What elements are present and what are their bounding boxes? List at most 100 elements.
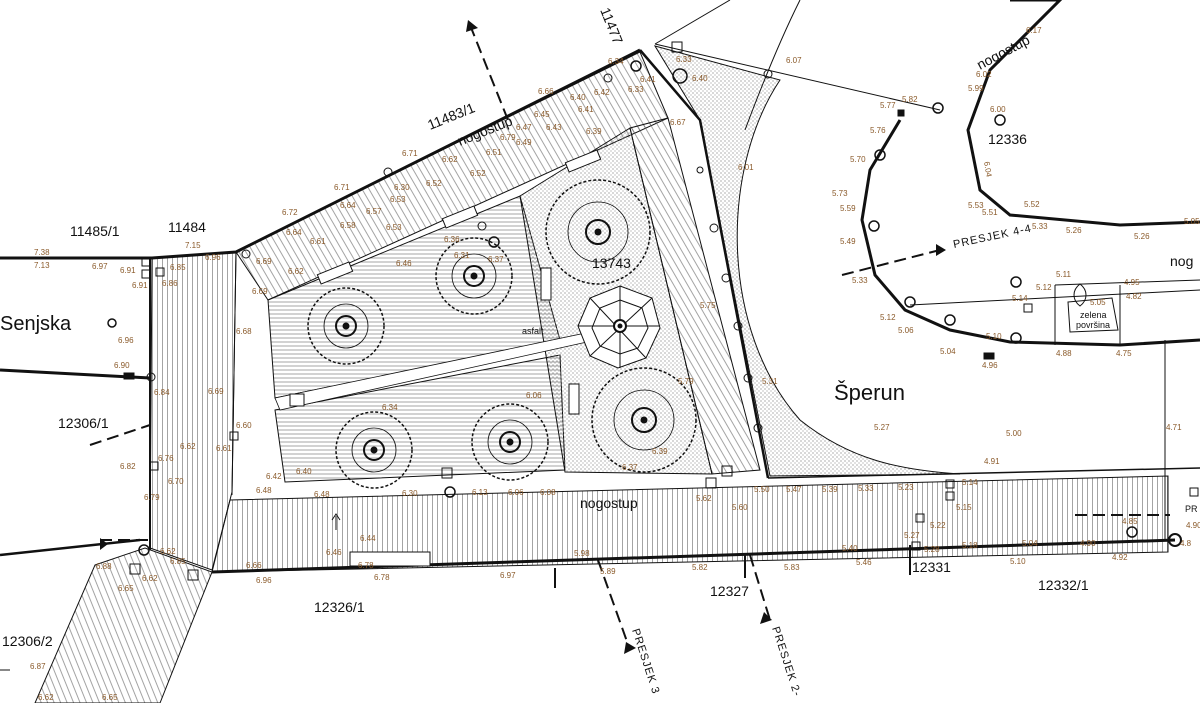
tree-icon	[335, 411, 413, 489]
lamp-icon	[477, 221, 487, 231]
elevation: 5.99	[968, 84, 984, 93]
lamp-icon	[743, 373, 753, 383]
section-label-4-4: PRESJEK 4-4	[952, 223, 1033, 251]
elevation: 6.62	[142, 574, 158, 583]
elevation: 6.97	[500, 571, 516, 580]
elevation: 6.30	[402, 489, 418, 498]
section-line-3	[597, 559, 631, 651]
elevation: 5.26	[1066, 226, 1082, 235]
elevation: 5.83	[784, 563, 800, 572]
elevation: 6.65	[102, 693, 118, 702]
lamp-icon	[994, 114, 1006, 126]
elevation: 6.40	[692, 74, 708, 83]
elevation: 6.84	[154, 388, 170, 397]
drain-icon	[1023, 303, 1033, 313]
elevation: 5.27	[874, 423, 890, 432]
elevation: 6.34	[608, 57, 624, 66]
elevation: 6.61	[216, 444, 232, 453]
lamp-icon	[1126, 526, 1138, 538]
street-senjska: Senjska	[0, 313, 72, 335]
elevation: 6.62	[38, 693, 54, 702]
parcel-12306-2: 12306/2	[2, 633, 53, 649]
elevation: 6.96	[205, 253, 221, 262]
lamp-icon	[944, 314, 956, 326]
bench-icon	[441, 205, 479, 229]
elevation: 6.67	[670, 118, 686, 127]
elevation: 6.07	[786, 56, 802, 65]
elevation: 6.33	[676, 55, 692, 64]
elevation: 6.52	[470, 169, 486, 178]
lamp-icon	[874, 149, 886, 161]
fountain-area	[1067, 297, 1119, 333]
elevation: 6.46	[396, 259, 412, 268]
drain-icon	[1189, 487, 1199, 497]
lamp-icon	[241, 249, 251, 259]
elevation: 6.78	[374, 573, 390, 582]
label-povrsina: površina	[1076, 320, 1110, 330]
lamp-icon	[1010, 332, 1022, 344]
drain-icon	[983, 352, 995, 360]
drain-icon	[141, 257, 151, 267]
elevation: 6.17	[1026, 26, 1042, 35]
elevation: 6.06	[508, 488, 524, 497]
elevation: 5.05	[1184, 217, 1200, 226]
elevation: 6.34	[382, 403, 398, 412]
section-arrow-icon	[466, 20, 478, 32]
lamp-icon	[146, 372, 156, 382]
elevation: 7.38	[34, 248, 50, 257]
elevation: 6.43	[546, 123, 562, 132]
elevation: 5.59	[840, 204, 856, 213]
elevation: 5.47	[786, 485, 802, 494]
elevation: 5.33	[858, 484, 874, 493]
parcel-13743: 13743	[592, 255, 631, 271]
elevation: 6.40	[296, 467, 312, 476]
elevation: 6.62	[288, 267, 304, 276]
elevation: 6.64	[286, 228, 302, 237]
lamp-icon	[763, 69, 773, 79]
lamp-icon	[721, 273, 731, 283]
elevation: 5.82	[902, 95, 918, 104]
elevation: 6.62	[160, 547, 176, 556]
section-lines	[89, 24, 1170, 651]
tree-small-icon	[1073, 283, 1087, 307]
elevation: 6.90	[114, 361, 130, 370]
elevation: 5.40	[842, 544, 858, 553]
elevation: 6.68	[236, 327, 252, 336]
lamp-icon	[932, 102, 944, 114]
gazebo-icon	[577, 285, 661, 369]
parcel-12326-1: 12326/1	[314, 599, 365, 615]
elevation: 6.48	[256, 486, 272, 495]
section-arrow-icon	[760, 612, 772, 624]
lamp-icon	[733, 321, 743, 331]
elevation: 6.91	[120, 266, 136, 275]
elevation: 6.70	[168, 477, 184, 486]
elevation: 5.00	[1006, 429, 1022, 438]
elevation: 5.51	[982, 208, 998, 217]
elevation: 6.69	[252, 287, 268, 296]
elevation: 6.61	[310, 237, 326, 246]
elevation: 6.82	[120, 462, 136, 471]
tree-icon	[471, 403, 549, 481]
tree-icon	[307, 287, 385, 365]
elevation: 5.26	[1134, 232, 1150, 241]
elevation: 6.69	[208, 387, 224, 396]
elevation: 6.13	[472, 488, 488, 497]
elevation: 6.91	[132, 281, 148, 290]
drain-icon	[911, 541, 921, 551]
elevation: 6.85	[170, 557, 186, 566]
elevation: 6.33	[628, 85, 644, 94]
elevation: 6.52	[426, 179, 442, 188]
lamp-icon	[696, 166, 704, 174]
elevation: 5.52	[1024, 200, 1040, 209]
elevation: 5.18	[962, 541, 978, 550]
elevation: 6.39	[586, 127, 602, 136]
elevation: 6.85	[170, 263, 186, 272]
drain-icon	[915, 513, 925, 523]
section-line-2	[749, 554, 771, 621]
drain-icon	[705, 477, 717, 489]
elevation: 4.82	[1126, 292, 1142, 301]
elevation: 6.62	[180, 442, 196, 451]
bench-icon	[568, 383, 580, 415]
elevation: 6.46	[326, 548, 342, 557]
